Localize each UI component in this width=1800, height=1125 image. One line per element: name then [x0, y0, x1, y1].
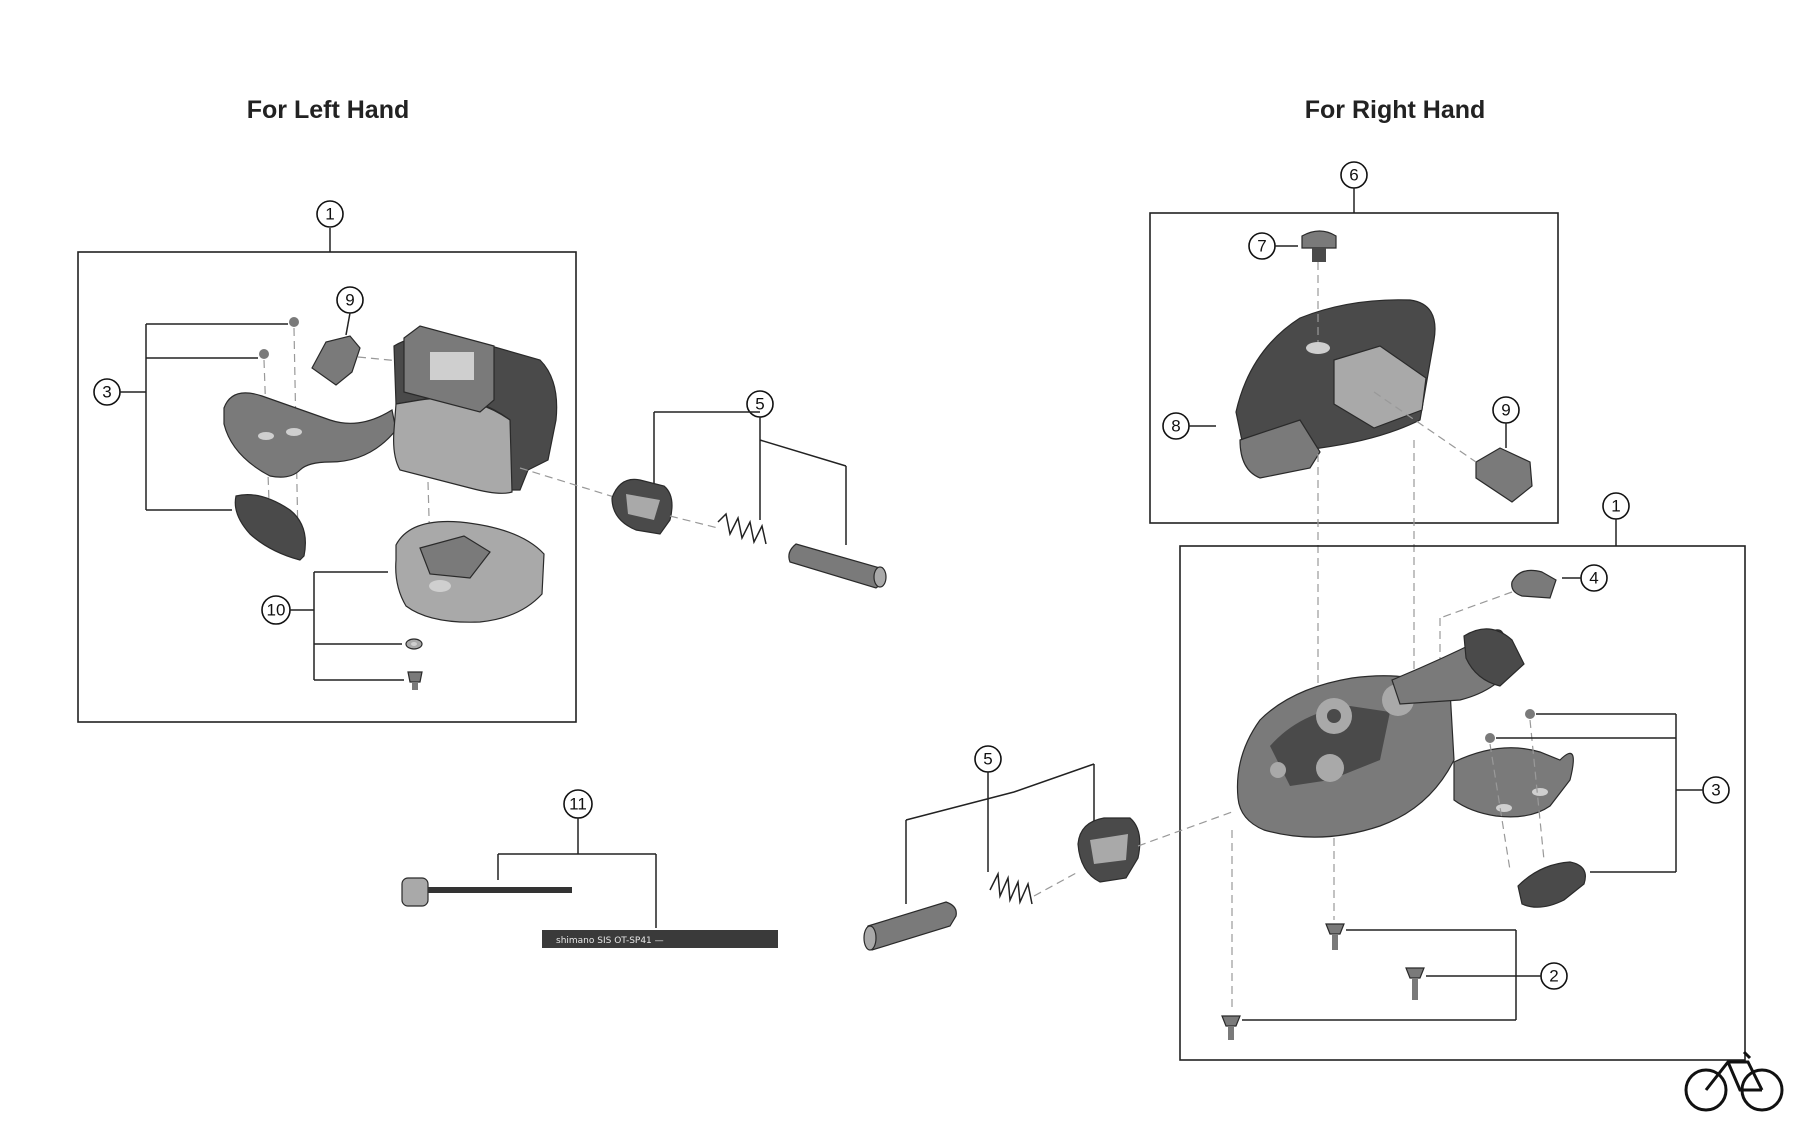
cable-11-bracket — [497, 818, 657, 928]
callout-left-3[interactable]: 3 — [93, 378, 121, 406]
right-top-assembly: 6 7 8 9 — [1149, 161, 1559, 730]
right-part-9-wedge — [1475, 447, 1533, 503]
right-part-5-group: 5 — [863, 745, 1233, 951]
left-part-9-wedge — [311, 335, 361, 386]
left-plate-hole — [429, 580, 451, 592]
left-trigger-lever — [223, 392, 397, 478]
title-right-hand: For Right Hand — [1305, 96, 1486, 124]
left-screw-a — [289, 317, 299, 327]
right-screw-c — [1221, 1015, 1241, 1027]
svg-text:4: 4 — [1589, 569, 1598, 588]
right-main-lever-pad — [1517, 861, 1586, 908]
left-adjuster-tube — [788, 543, 886, 589]
title-left-hand: For Left Hand — [247, 96, 410, 124]
cable-part-11-group: 11 shimano SIS OT-SP41 — — [401, 789, 778, 948]
svg-text:2: 2 — [1549, 967, 1558, 986]
right-3-bracket — [1496, 713, 1703, 873]
right-cover-lip — [1239, 419, 1321, 479]
left-hand-assembly: 1 9 3 — [77, 200, 625, 723]
svg-text:11: 11 — [569, 795, 587, 814]
svg-text:10: 10 — [267, 601, 286, 620]
left-part-5-group: 5 — [611, 390, 887, 589]
svg-text:1: 1 — [1611, 497, 1620, 516]
left-3-bracket — [120, 323, 288, 511]
callout-right-5[interactable]: 5 — [974, 745, 1002, 773]
callout-right-6[interactable]: 6 — [1340, 161, 1368, 189]
svg-text:9: 9 — [1501, 401, 1510, 420]
callout-right-3[interactable]: 3 — [1702, 776, 1730, 804]
svg-text:5: 5 — [755, 395, 764, 414]
left-housing-base — [393, 397, 513, 494]
left-screw-b — [259, 349, 269, 359]
right-cap-screw — [1301, 230, 1337, 249]
inner-cable — [428, 887, 572, 893]
left-lever-hole-b — [286, 428, 302, 436]
outer-casing — [542, 930, 778, 948]
right-main-lever — [1453, 747, 1574, 818]
right-5-bracket — [905, 763, 1095, 904]
right-adjuster-tube — [864, 901, 957, 951]
callout-left-9[interactable]: 9 — [336, 286, 364, 314]
callout-left-10[interactable]: 10 — [261, 595, 291, 625]
left-lever-hole-a — [258, 432, 274, 440]
right-2-bracket — [1242, 929, 1541, 1021]
cable-print-text: shimano SIS OT-SP41 — — [556, 936, 664, 946]
callout-cable-11[interactable]: 11 — [563, 789, 593, 819]
right-end-cap — [1511, 569, 1557, 599]
left-assembly-frame — [77, 251, 577, 723]
callout-right-7[interactable]: 7 — [1248, 232, 1276, 260]
svg-text:5: 5 — [983, 750, 992, 769]
svg-text:3: 3 — [1711, 781, 1720, 800]
left-5-bracket — [653, 411, 847, 545]
callout-right-2[interactable]: 2 — [1540, 962, 1568, 990]
left-9-leader — [345, 312, 351, 336]
right-screw-a — [1325, 923, 1345, 935]
left-lever-pad — [234, 494, 306, 561]
callout-right-1[interactable]: 1 — [1602, 492, 1630, 520]
cable-end-nipple — [401, 877, 429, 907]
left-axis-dash — [519, 467, 625, 501]
right-screw-b — [1405, 967, 1425, 979]
svg-text:6: 6 — [1349, 166, 1358, 185]
callout-right-9[interactable]: 9 — [1492, 396, 1520, 424]
left-10-bracket — [290, 571, 404, 681]
right-bottom-assembly: 1 4 3 — [1179, 492, 1746, 1061]
svg-text:3: 3 — [102, 383, 111, 402]
callout-right-4[interactable]: 4 — [1580, 564, 1608, 592]
right-cover-clamp — [1333, 345, 1427, 429]
callout-right-8[interactable]: 8 — [1162, 412, 1190, 440]
bicycle-logo-icon — [1684, 1050, 1784, 1112]
left-spring — [717, 512, 767, 545]
right-release-lever-pad — [1463, 628, 1525, 687]
left-clamp-window — [430, 352, 474, 380]
svg-text:1: 1 — [325, 205, 334, 224]
left-base-screw — [407, 671, 423, 683]
callout-left-5[interactable]: 5 — [746, 390, 774, 418]
svg-text:7: 7 — [1257, 237, 1266, 256]
callout-left-1[interactable]: 1 — [316, 200, 344, 228]
svg-text:9: 9 — [345, 291, 354, 310]
right-top-frame — [1149, 212, 1559, 524]
right-bottom-frame — [1179, 545, 1746, 1061]
svg-text:8: 8 — [1171, 417, 1180, 436]
right-spring — [989, 871, 1033, 905]
left-plate-boss — [419, 535, 491, 579]
